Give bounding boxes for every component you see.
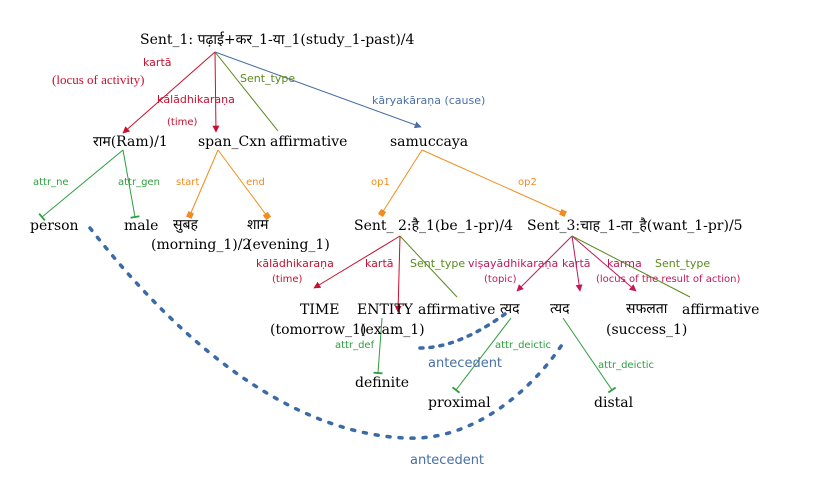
edge-root-karyakarana	[214, 51, 422, 129]
node-span-cxn: span_Cxn	[198, 134, 266, 150]
node-samuccaya: samuccaya	[390, 134, 468, 150]
edge-attr-deictic-1	[451, 317, 512, 394]
edge-span-end	[217, 149, 272, 221]
edge-s3-karma	[571, 235, 637, 292]
label-karyakarana: kāryakāraṇa (cause)	[372, 94, 485, 107]
label-karta-root: kartā	[143, 56, 172, 69]
label-antecedent-2: antecedent	[410, 453, 484, 468]
label-attr-deictic-2: attr_deictic	[598, 360, 654, 371]
node-safalata: सफलता	[626, 301, 668, 317]
label-op1: op1	[371, 177, 390, 188]
label-kaladhikarana-root: kālādhikaraṇa	[157, 93, 235, 106]
edge-op1	[377, 149, 423, 218]
edge-root-kaladhikarana	[212, 51, 220, 133]
node-morning: (morning_1)/2	[151, 237, 251, 253]
node-exam: (exam_1)	[360, 322, 425, 338]
edge-s2-sent-type	[399, 235, 458, 298]
edge-root-sent-type	[214, 51, 279, 132]
antecedent-curve-1	[418, 312, 507, 350]
node-affirmative-2: affirmative	[418, 302, 495, 318]
edge-root-karta	[122, 51, 216, 134]
node-tomorrow: (tomorrow_1)	[270, 322, 366, 338]
label-kaladhikarana-s2: kālādhikaraṇa	[256, 257, 334, 270]
node-entity: ENTITY	[357, 302, 414, 318]
label-attr-ne: attr_ne	[33, 177, 69, 188]
label-locus-result: (locus of the result of action)	[596, 274, 740, 285]
label-attr-gen: attr_gen	[118, 177, 160, 188]
label-karma: karma	[607, 257, 642, 270]
label-sent-type-root: Sent_type	[240, 72, 295, 85]
edge-s2-karta	[394, 235, 402, 313]
edge-s3-visaya	[516, 235, 573, 292]
node-definite: definite	[355, 375, 409, 391]
label-attr-deictic-1: attr_deictic	[495, 340, 551, 351]
node-subah: सुबह	[173, 217, 198, 233]
node-sent2: Sent_ 2:है_1(be_1-pr)/4	[354, 217, 513, 234]
label-time-s2: (time)	[272, 274, 302, 285]
node-proximal: proximal	[428, 395, 491, 411]
label-sent-type-s2: Sent_type	[410, 257, 465, 270]
label-antecedent-1: antecedent	[428, 356, 502, 371]
label-start: start	[176, 177, 199, 188]
edge-attr-gen	[122, 149, 140, 219]
node-shaam: शाम	[247, 217, 269, 233]
label-sent-type-s3: Sent_type	[655, 257, 710, 270]
node-affirmative-1: affirmative	[270, 134, 347, 150]
antecedent-curve-2	[88, 226, 567, 440]
node-male: male	[124, 218, 158, 234]
node-root: Sent_1: पढ़ाई+कर_1-या_1(study_1-past)/4	[140, 31, 415, 48]
node-tyad-2: त्यद	[550, 301, 570, 317]
node-evening: (evening_1)	[247, 237, 330, 253]
label-visaya: viṣayādhikaraṇa	[468, 257, 558, 270]
label-karta-s3: kartā	[562, 257, 591, 270]
node-affirmative-3: affirmative	[682, 302, 759, 318]
label-karta-s2: kartā	[365, 257, 394, 270]
label-locus-activity: (locus of activity)	[52, 72, 144, 87]
edge-s3-karta	[571, 235, 583, 292]
edge-attr-deictic-2	[562, 317, 617, 394]
node-distal: distal	[594, 395, 634, 411]
node-success: (success_1)	[606, 322, 687, 338]
label-end: end	[246, 177, 265, 188]
edge-s2-kaladhikarana	[313, 235, 401, 289]
edge-attr-ne	[38, 149, 124, 222]
node-time: TIME	[300, 302, 339, 318]
node-ram: राम(Ram)/1	[93, 134, 168, 150]
edge-attr-def	[373, 317, 383, 375]
label-time-root: (time)	[167, 117, 197, 128]
node-person: person	[30, 218, 79, 234]
edge-s3-sent-type	[571, 235, 691, 298]
edge-op2	[421, 149, 567, 217]
edge-span-start	[186, 149, 219, 219]
label-topic: (topic)	[484, 274, 517, 285]
node-tyad-1: त्यद	[500, 301, 520, 317]
label-op2: op2	[518, 177, 537, 188]
node-sent3: Sent_3:चाह_1-ता_है(want_1-pr)/5	[527, 217, 743, 234]
label-attr-def: attr_def	[335, 340, 375, 351]
